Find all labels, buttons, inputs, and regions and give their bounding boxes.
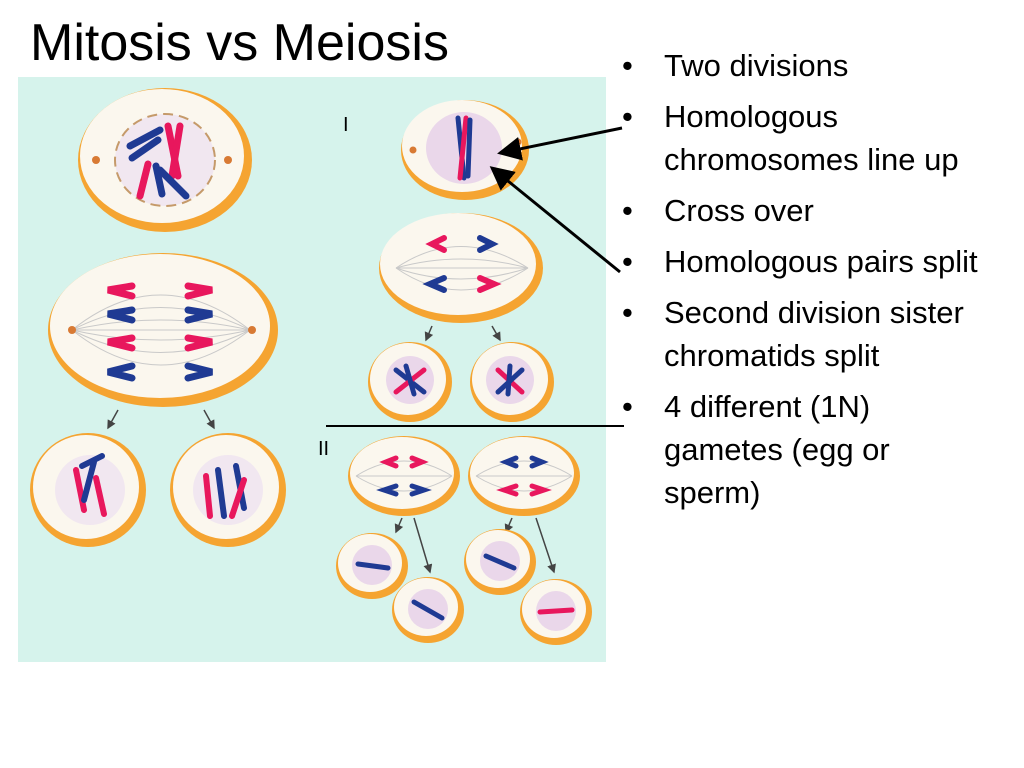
stage-label-meiosis-ii: II (318, 438, 329, 460)
bullet-text: Homologous pairs split (664, 244, 978, 279)
mitosis-daughter-cell-left (30, 433, 146, 547)
bullet-dot: • (622, 99, 633, 134)
gamete-cell-4 (520, 579, 592, 645)
stage-label-meiosis-i: I (343, 114, 349, 136)
bullet-item: • Cross over (622, 189, 1024, 232)
slide-title: Mitosis vs Meiosis (30, 14, 449, 72)
bullet-item: • Two divisions (622, 44, 1024, 87)
bullet-item: • Homologous pairs split (622, 240, 1024, 283)
bullet-item: • Second division sister chromatids split (622, 291, 1024, 377)
bullet-list: • Two divisions • Homologous chromosomes l… (622, 44, 1024, 522)
bullet-dot: • (622, 193, 633, 228)
gamete-cell-3 (464, 529, 536, 595)
bullet-text: Cross over (664, 193, 814, 228)
meiosis-ii-cell-right (468, 436, 580, 516)
bullet-text: Homologous chromosomes line up (664, 99, 959, 177)
connector-arrow-line-up (497, 126, 623, 161)
meiosis-i-daughter-cell-left (368, 342, 452, 422)
mitosis-metaphase-cell (48, 253, 278, 407)
bullet-text: 4 different (1N) gametes (egg or sperm) (664, 389, 890, 510)
bullet-dot: • (622, 389, 633, 424)
connector-arrow-pairs-split (489, 166, 621, 274)
meiosis-ii-cell-left (348, 436, 460, 516)
mitosis-daughter-cell-right (170, 433, 286, 547)
bullet-item: • Homologous chromosomes line up (622, 95, 1024, 181)
bullet-text: Second division sister chromatids split (664, 295, 964, 373)
mitosis-prophase-cell (78, 88, 252, 232)
meiosis-anaphase-cell (379, 213, 543, 323)
bullet-dot: • (622, 244, 633, 279)
bullet-item: • 4 different (1N) gametes (egg or sperm) (622, 385, 1024, 514)
gamete-cell-2 (392, 577, 464, 643)
meiosis-i-daughter-cell-right (470, 342, 554, 422)
gamete-cell-1 (336, 533, 408, 599)
bullet-dot: • (622, 48, 633, 83)
bullet-dot: • (622, 295, 633, 330)
bullet-text: Two divisions (664, 48, 849, 83)
